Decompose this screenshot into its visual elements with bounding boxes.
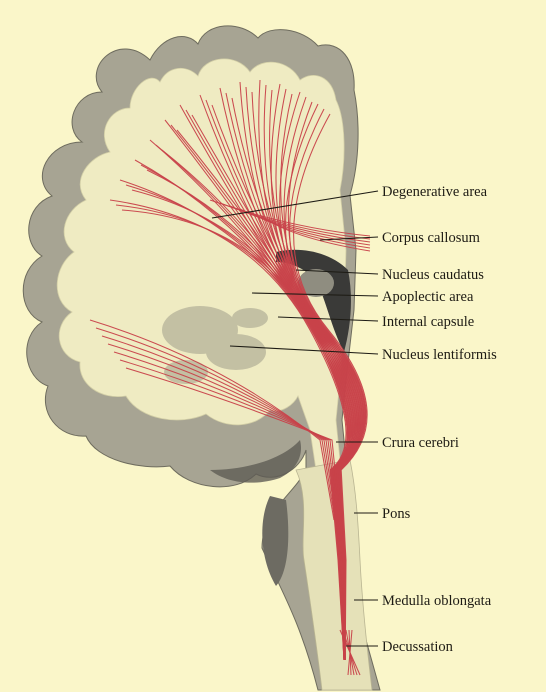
- figure-labels: Degenerative area Corpus callosum Nucleu…: [382, 184, 497, 655]
- label-medulla-oblongata: Medulla oblongata: [382, 593, 492, 609]
- label-crura-cerebri: Crura cerebri: [382, 435, 459, 451]
- label-degenerative-area: Degenerative area: [382, 184, 488, 200]
- label-decussation: Decussation: [382, 639, 454, 655]
- label-pons: Pons: [382, 506, 411, 522]
- label-corpus-callosum: Corpus callosum: [382, 230, 481, 246]
- label-apoplectic-area: Apoplectic area: [382, 289, 474, 305]
- label-internal-capsule: Internal capsule: [382, 314, 474, 330]
- label-nucleus-lentiformis: Nucleus lentiformis: [382, 347, 497, 363]
- label-nucleus-caudatus: Nucleus caudatus: [382, 267, 484, 283]
